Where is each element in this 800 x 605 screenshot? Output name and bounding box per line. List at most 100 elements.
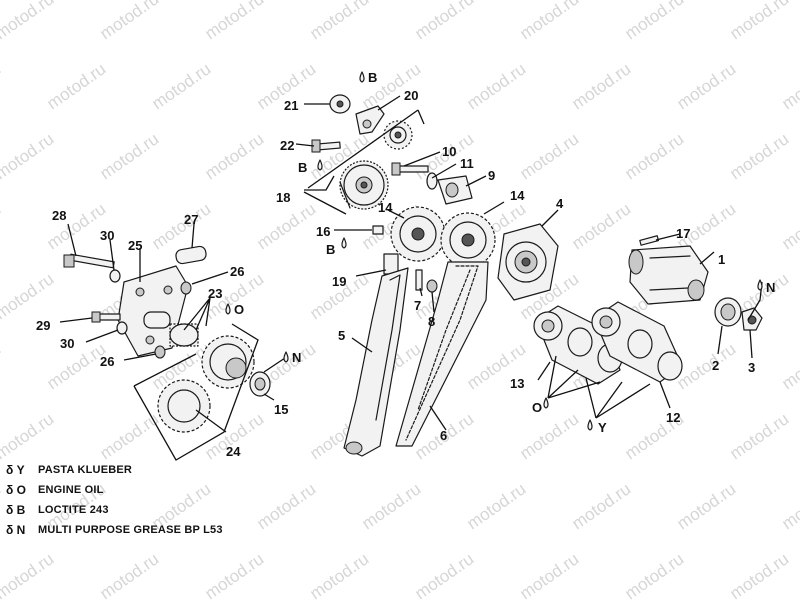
watermark-text: motod.ru [0,199,4,253]
callout-6: 6 [440,428,447,443]
part-22-bolt [311,139,341,153]
watermark-text: motod.ru [673,479,739,533]
watermark-text: motod.ru [0,339,4,393]
part-26-spacer-top [180,281,192,295]
part-27-pin [175,245,207,265]
part-10-bolt [391,162,429,176]
callout-29: 29 [36,318,50,333]
watermark-text: motod.ru [411,549,477,600]
callout-30-bottom: 30 [60,336,74,351]
watermark-text: motod.ru [568,199,634,253]
callout-28: 28 [52,208,66,223]
callout-8: 8 [428,314,435,329]
part-23-small-gear [169,323,199,347]
watermark-text: motod.ru [0,409,57,463]
watermark-text: motod.ru [0,549,57,600]
callout-9: 9 [488,168,495,183]
watermark-text: motod.ru [621,549,687,600]
watermark-text: motod.ru [673,339,739,393]
leader-lines [59,95,763,461]
callout-16: 16 [316,224,330,239]
legend-text: MULTI PURPOSE GREASE BP L53 [38,524,223,536]
watermark-text: motod.ru [411,0,477,43]
watermark-text: motod.ru [0,59,4,113]
callout-19: 19 [332,274,346,289]
callout-11: 11 [460,156,474,171]
callout-18: 18 [276,190,290,205]
part-30-washer-top [109,269,121,283]
part-15-washer [249,371,271,397]
watermark-text: motod.ru [516,0,582,43]
legend-row-y: δ Y PASTA KLUEBER [6,460,223,480]
legend-symbol: δ B [6,503,26,517]
lubricant-legend: δ Y PASTA KLUEBER δ O ENGINE OIL δ B LOC… [6,460,223,540]
watermark-text: motod.ru [673,59,739,113]
watermark-text: motod.ru [253,199,319,253]
watermark-text: motod.ru [306,549,372,600]
part-14-sprocket-left [390,206,446,262]
part-17-pin [639,235,660,246]
part-spacer-sleeve [143,311,171,329]
part-7-bolt [415,269,423,291]
lube-mark-o-cam: O [532,400,542,415]
watermark-text: motod.ru [96,0,162,43]
callout-12: 12 [666,410,680,425]
watermark-text: motod.ru [516,129,582,183]
callout-25: 25 [128,238,142,253]
watermark-text: motod.ru [726,409,792,463]
callout-14-left: 14 [378,200,393,215]
watermark-text: motod.ru [148,59,214,113]
legend-text: LOCTITE 243 [38,504,109,516]
legend-symbol: δ O [6,483,26,497]
part-small-sprocket [383,120,413,150]
watermark-text: motod.ru [0,269,57,323]
callout-7: 7 [414,298,421,313]
callout-27: 27 [184,212,198,227]
watermark-text: motod.ru [358,479,424,533]
watermark-text: motod.ru [568,59,634,113]
part-9-spacer [437,175,473,205]
callout-10: 10 [442,144,456,159]
callout-20: 20 [404,88,418,103]
watermark-text: motod.ru [621,0,687,43]
legend-text: ENGINE OIL [38,484,104,496]
part-12-camshaft [591,301,683,383]
watermark-text: motod.ru [201,549,267,600]
watermark-text: motod.ru [568,479,634,533]
callout-2: 2 [712,358,719,373]
watermark-text: motod.ru [726,129,792,183]
callout-21: 21 [284,98,298,113]
watermark-text: motod.ru [253,479,319,533]
watermark-text: motod.ru [516,549,582,600]
callout-14-right: 14 [510,188,525,203]
callout-5: 5 [338,328,345,343]
callout-13: 13 [510,376,524,391]
lubricant-marks: B B B O O N N Y [225,70,775,435]
lube-drop-icon [341,237,347,249]
part-3-plug [741,307,763,331]
watermark-text: motod.ru [516,409,582,463]
callout-1: 1 [718,252,725,267]
watermark-text: motod.ru [726,549,792,600]
part-4-tensioner-housing [497,223,559,301]
watermark-text: motod.ru [778,479,800,533]
part-26-spacer-bottom [154,345,166,359]
part-14-sprocket-right [440,212,496,268]
lube-mark-o-23: O [234,302,244,317]
callout-4: 4 [556,196,564,211]
legend-symbol: δ N [6,523,26,537]
lube-drop-icon [587,419,593,431]
watermark-text: motod.ru [463,479,529,533]
lube-drop-icon [283,351,289,363]
watermark-text: motod.ru [778,199,800,253]
part-30-washer-bottom [116,321,128,335]
legend-symbol: δ Y [6,463,25,477]
watermark-text: motod.ru [0,129,57,183]
callout-17: 17 [676,226,690,241]
callout-22: 22 [280,138,294,153]
watermark-text: motod.ru [726,0,792,43]
part-24-gear-set [157,335,255,433]
watermark-text: motod.ru [778,59,800,113]
